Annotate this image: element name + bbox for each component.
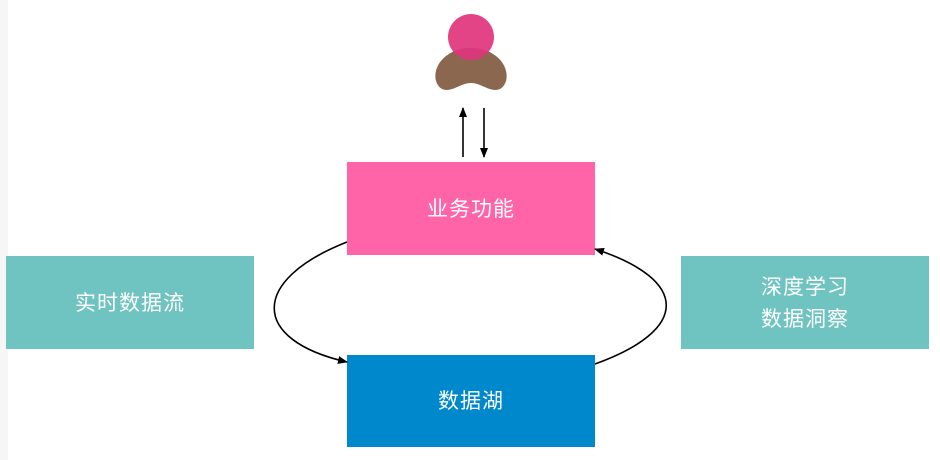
data-lake-label: 数据湖	[438, 389, 504, 413]
business-function-label: 业务功能	[427, 196, 515, 221]
data-lake-box: 数据湖	[347, 355, 595, 447]
user-icon	[435, 14, 507, 90]
user-body-shape	[435, 47, 507, 90]
realtime-stream-label: 实时数据流	[75, 290, 185, 315]
user-head-shape	[448, 14, 494, 60]
deep-learning-insight-box: 深度学习 数据洞察	[681, 256, 929, 349]
arrow-business-to-datalake	[273, 241, 348, 364]
left-edge-strip	[0, 0, 8, 460]
arrow-datalake-to-business	[594, 247, 668, 365]
deep-learning-label: 深度学习	[761, 274, 849, 299]
business-function-box: 业务功能	[347, 162, 595, 255]
realtime-stream-box: 实时数据流	[6, 256, 254, 349]
data-insight-label: 数据洞察	[761, 306, 849, 331]
